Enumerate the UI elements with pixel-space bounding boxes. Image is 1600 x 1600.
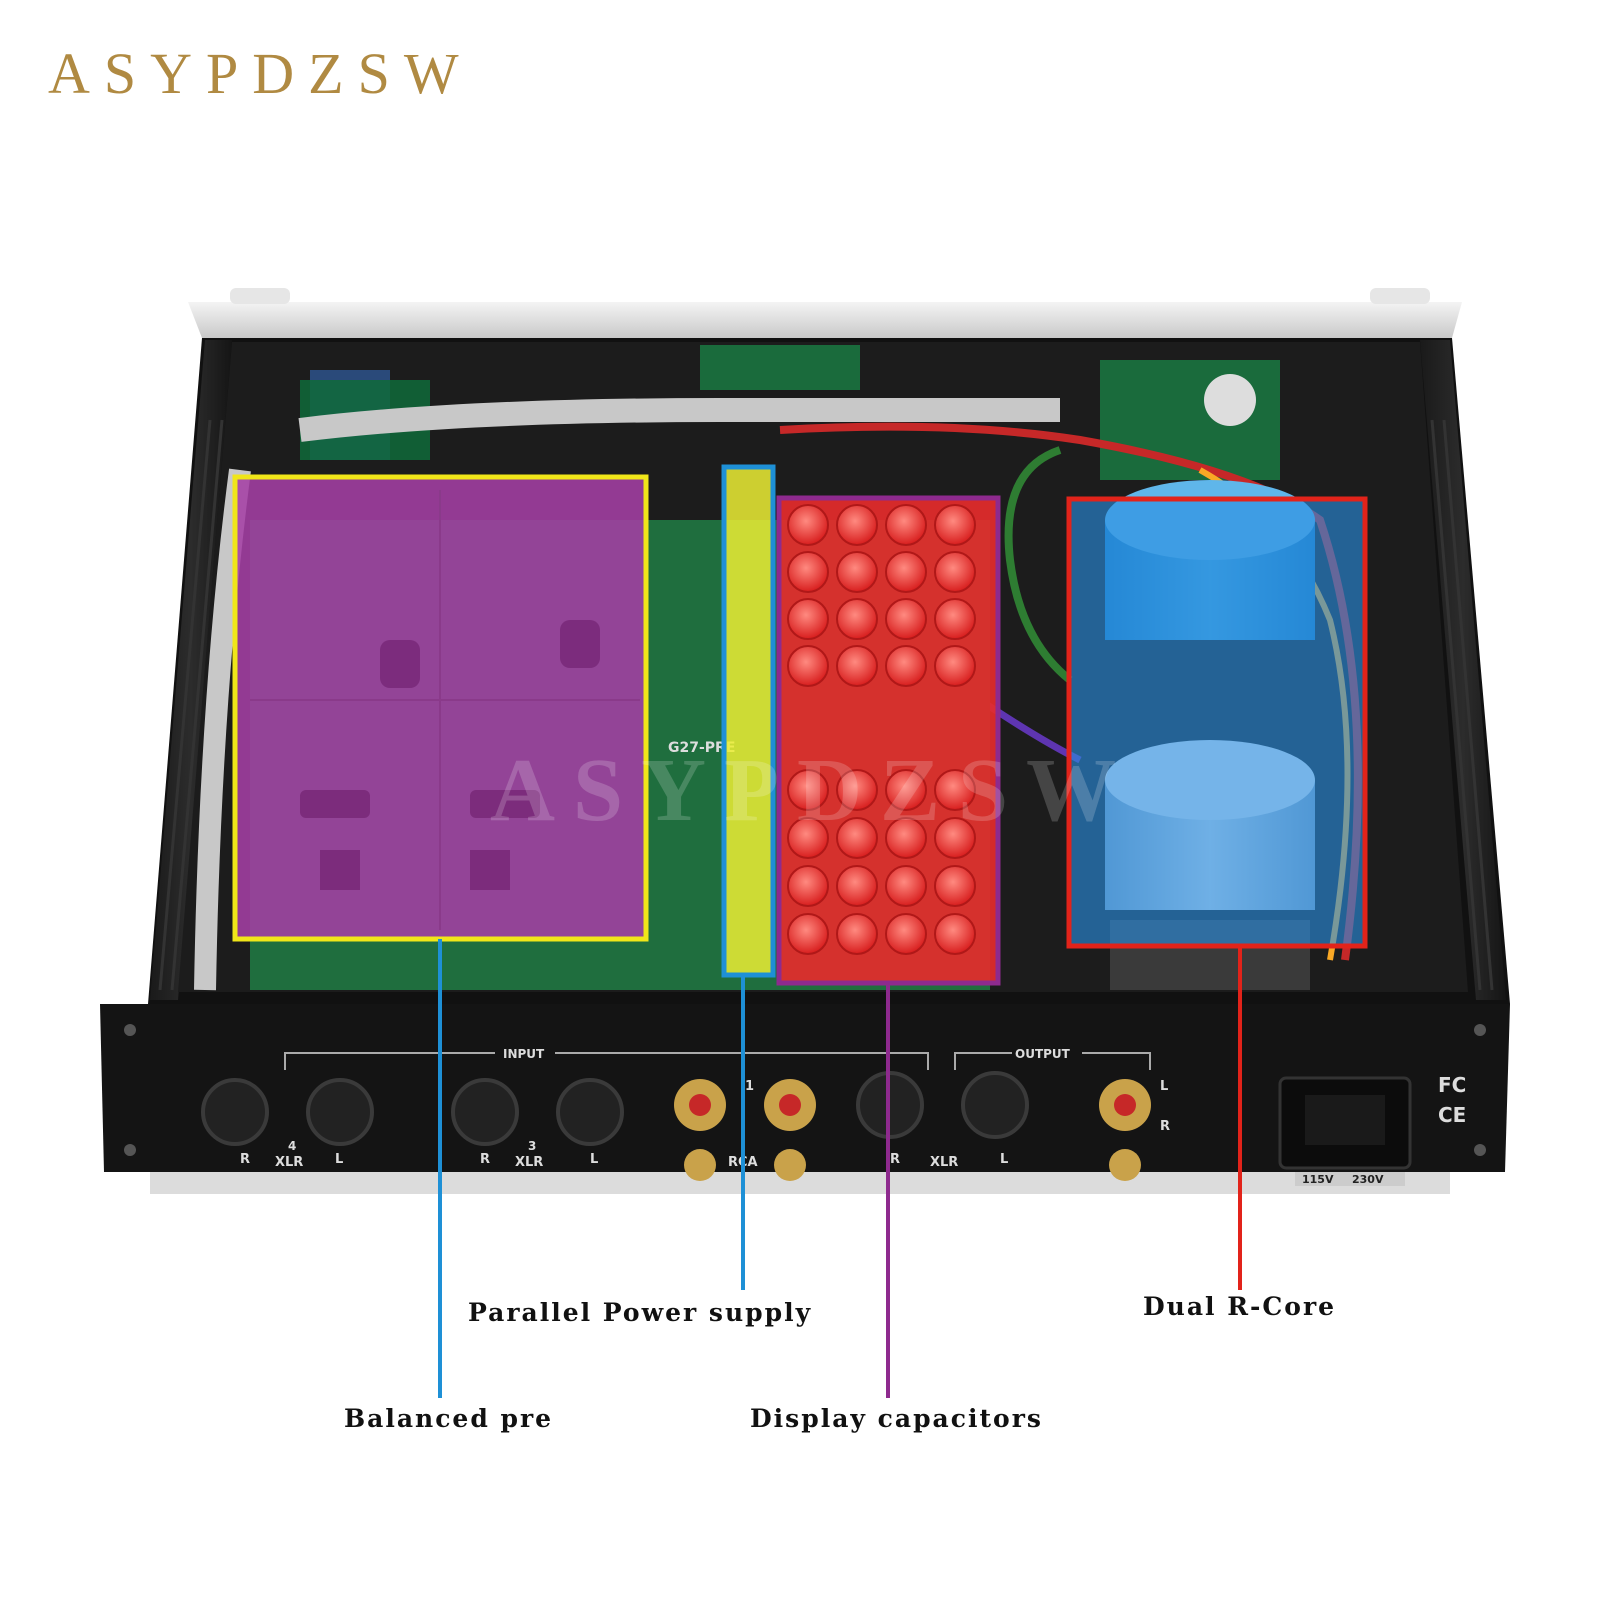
capacitor bbox=[787, 913, 829, 955]
output-group-label: OUTPUT bbox=[1015, 1047, 1071, 1061]
svg-text:XLR: XLR bbox=[930, 1155, 958, 1170]
voltage-230-label: 230V bbox=[1352, 1173, 1384, 1186]
capacitor bbox=[934, 551, 976, 593]
capacitor bbox=[836, 645, 878, 687]
capacitor bbox=[787, 865, 829, 907]
capacitor bbox=[934, 913, 976, 955]
input-group-label: INPUT bbox=[503, 1047, 545, 1061]
svg-text:R: R bbox=[1160, 1119, 1170, 1134]
capacitor bbox=[934, 504, 976, 546]
svg-text:1: 1 bbox=[745, 1079, 754, 1094]
capacitor bbox=[836, 551, 878, 593]
svg-text:R: R bbox=[890, 1152, 900, 1167]
rear-panel-labels: R 4 XLR L R 3 XLR L RCA 1 R XLR L L R bbox=[240, 1079, 1170, 1170]
svg-text:XLR: XLR bbox=[275, 1155, 303, 1170]
capacitor bbox=[836, 913, 878, 955]
capacitor bbox=[934, 817, 976, 859]
board-model-label: G27-PRE bbox=[668, 740, 735, 756]
svg-text:L: L bbox=[335, 1152, 343, 1167]
capacitor bbox=[836, 865, 878, 907]
svg-text:XLR: XLR bbox=[515, 1155, 543, 1170]
capacitor bbox=[934, 645, 976, 687]
voltage-115-label: 115V bbox=[1302, 1173, 1334, 1186]
capacitor bbox=[787, 598, 829, 640]
capacitor bbox=[836, 598, 878, 640]
svg-text:L: L bbox=[1000, 1152, 1008, 1167]
brand-logo: ASYPDZSW bbox=[48, 41, 473, 106]
watermark: ASYPDZSW bbox=[490, 741, 1134, 840]
ce-mark: CE bbox=[1438, 1103, 1466, 1127]
svg-text:R: R bbox=[240, 1152, 250, 1167]
front-panel bbox=[188, 302, 1462, 338]
capacitor bbox=[885, 645, 927, 687]
capacitor bbox=[836, 769, 878, 811]
capacitor bbox=[787, 551, 829, 593]
capacitor-grid bbox=[787, 504, 976, 955]
capacitor bbox=[787, 769, 829, 811]
parallel-power-region bbox=[724, 467, 773, 975]
capacitor bbox=[787, 504, 829, 546]
rca-connectors bbox=[674, 1079, 1151, 1181]
capacitor bbox=[885, 913, 927, 955]
capacitor bbox=[836, 504, 878, 546]
capacitor bbox=[885, 598, 927, 640]
callout-display-capacitors: Display capacitors bbox=[750, 1404, 1043, 1433]
capacitor bbox=[934, 769, 976, 811]
callout-dual-r-core: Dual R-Core bbox=[1143, 1292, 1337, 1321]
svg-text:3: 3 bbox=[528, 1139, 536, 1153]
svg-text:L: L bbox=[590, 1152, 598, 1167]
svg-text:4: 4 bbox=[288, 1139, 296, 1153]
capacitor bbox=[885, 817, 927, 859]
callout-parallel-power-supply: Parallel Power supply bbox=[468, 1298, 813, 1327]
capacitor bbox=[885, 865, 927, 907]
capacitor bbox=[885, 504, 927, 546]
fcc-mark: FC bbox=[1438, 1073, 1466, 1097]
callout-balanced-pre: Balanced pre bbox=[344, 1404, 554, 1433]
capacitor bbox=[787, 645, 829, 687]
capacitor bbox=[934, 865, 976, 907]
dual-rcore-region bbox=[1069, 499, 1365, 946]
capacitor bbox=[885, 769, 927, 811]
svg-text:L: L bbox=[1160, 1079, 1168, 1094]
capacitor bbox=[787, 817, 829, 859]
capacitor bbox=[885, 551, 927, 593]
capacitor bbox=[934, 598, 976, 640]
capacitor bbox=[836, 817, 878, 859]
svg-text:R: R bbox=[480, 1152, 490, 1167]
